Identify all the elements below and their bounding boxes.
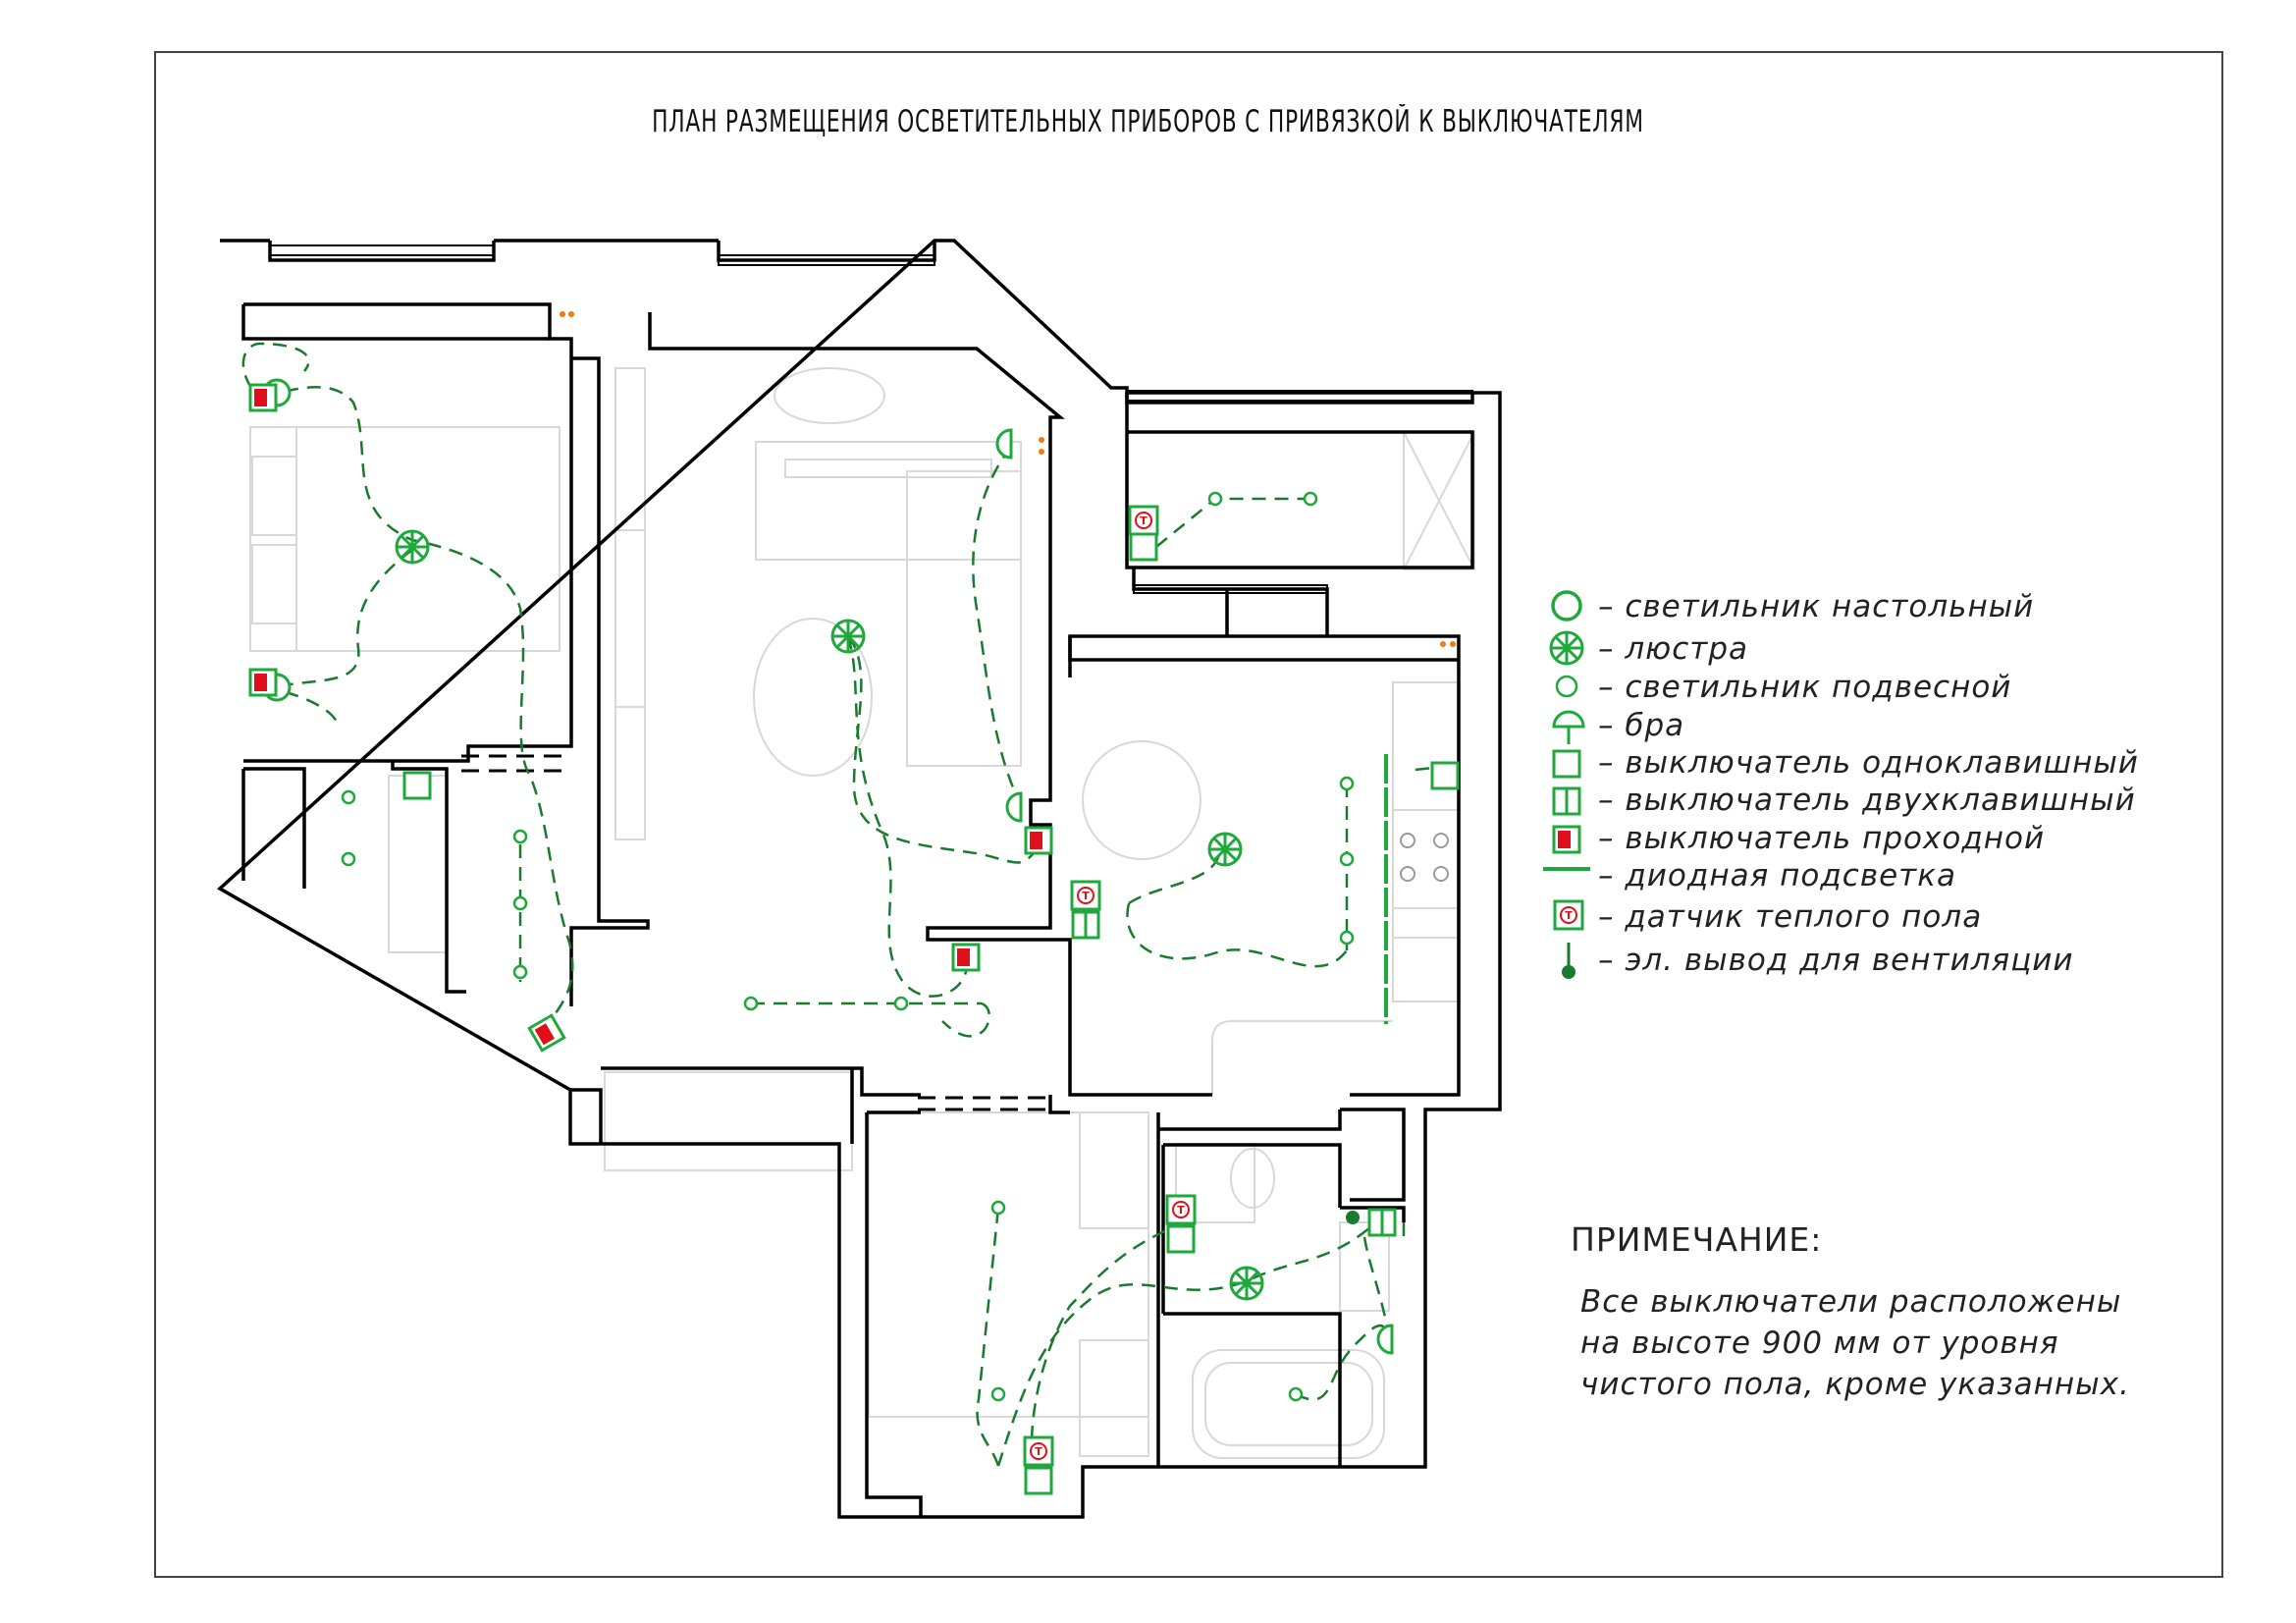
windows	[269, 244, 1473, 594]
legend-text: – эл. вывод для вентиляции	[1598, 943, 2074, 978]
legend-text: – выключатель двухклавишный	[1598, 783, 2136, 818]
sensor-letter: Т	[1565, 909, 1573, 922]
table-lamp-icon	[1551, 590, 1582, 622]
note-body: Все выключатели расположены на высоте 90…	[1580, 1281, 2130, 1405]
pendant-lamp-icon	[1555, 675, 1578, 698]
legend-text: – выключатель проходной	[1598, 821, 2045, 856]
sconce-icon	[1552, 710, 1585, 744]
legend-text: – бра	[1598, 708, 1684, 743]
legend-text: – люстра	[1598, 631, 1748, 667]
sensor-letter: Т	[1140, 514, 1148, 527]
legend-text: – светильник настольный	[1598, 589, 2034, 624]
sheet-frame	[154, 51, 2223, 1578]
sensor-letter: Т	[1082, 890, 1090, 902]
note-line: на высоте 900 мм от уровня	[1580, 1325, 2059, 1361]
chandelier-icon	[1549, 630, 1584, 666]
furniture-layer	[249, 367, 1475, 1459]
wiring	[241, 342, 1453, 1467]
note-line: Все выключатели расположены	[1580, 1284, 2122, 1320]
legend-text: – диодная подсветка	[1598, 858, 1956, 893]
devices	[248, 378, 1460, 1495]
sensor-letter: Т	[1177, 1204, 1185, 1217]
legend-text: – выключатель одноклавишный	[1598, 745, 2139, 781]
walls	[217, 239, 1502, 1519]
sockets	[560, 311, 1456, 647]
sensor-letters: Т Т Т Т Т	[1035, 514, 1573, 1458]
note-title: ПРИМЕЧАНИЕ:	[1571, 1220, 1823, 1259]
legend: – светильник настольный – люстра – свети…	[1543, 589, 2139, 979]
kitchen-hob	[1400, 833, 1449, 882]
single-switch-icon	[1552, 749, 1581, 779]
legend-text: – датчик теплого пола	[1598, 899, 1982, 935]
vent-outlet-icon	[1562, 943, 1575, 979]
door-openings	[461, 754, 1050, 1111]
legend-text: – светильник подвесной	[1598, 670, 2011, 705]
double-switch-icon	[1552, 786, 1581, 816]
page-title: ПЛАН РАЗМЕЩЕНИЯ ОСВЕТИТЕЛЬНЫХ ПРИБОРОВ С…	[652, 104, 1644, 139]
sensor-letter: Т	[1035, 1445, 1042, 1458]
note-line: чистого пола, кроме указанных.	[1580, 1367, 2130, 1402]
pass-switch-icon	[1552, 825, 1581, 854]
